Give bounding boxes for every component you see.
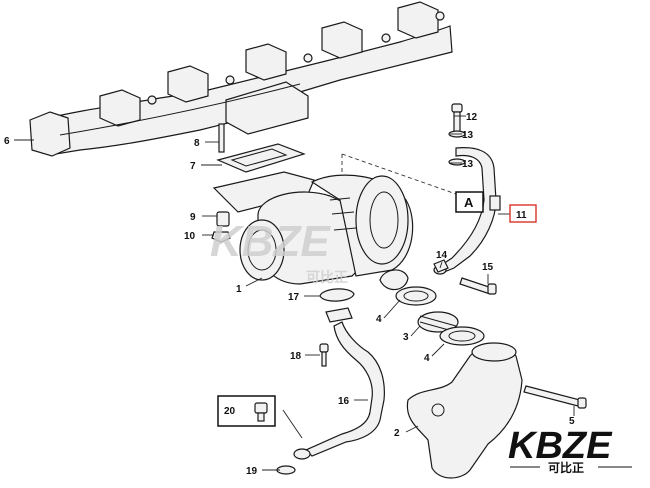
callout-20: 20 [224, 406, 236, 417]
callout-13-lower: 13 [462, 159, 474, 170]
callout-4-upper: 4 [376, 314, 382, 325]
oil-return-pipe [293, 307, 385, 460]
exhaust-elbow [406, 342, 523, 479]
callout-labels: 6 8 7 9 10 1 17 18 16 19 2 4 3 4 5 12 13… [4, 112, 575, 477]
view-reference-line [341, 153, 457, 195]
clamp-bolt [459, 277, 497, 295]
callout-19: 19 [246, 466, 258, 477]
callout-7: 7 [190, 161, 196, 172]
callout-16: 16 [338, 396, 350, 407]
callout-11-highlight[interactable]: 11 [509, 204, 537, 223]
flange-nut [211, 231, 231, 243]
callout-12: 12 [466, 112, 478, 123]
oil-return-gasket [319, 288, 355, 302]
outlet-gasket [379, 269, 409, 291]
callout-5: 5 [569, 416, 575, 427]
callout-4-lower: 4 [424, 353, 430, 364]
callout-9: 9 [190, 212, 196, 223]
exhaust-manifold [29, 1, 453, 157]
v-band-clamp [395, 286, 437, 306]
turbocharger [212, 171, 414, 285]
callout-2: 2 [394, 428, 400, 439]
view-marker: A [455, 191, 484, 213]
watermark-text: KBZE [210, 217, 331, 266]
leader-lines [14, 115, 575, 471]
callout-20-box: 20 [217, 395, 276, 427]
callout-11: 11 [516, 210, 527, 221]
spacer-sleeve [216, 211, 230, 227]
drain-plug [254, 402, 268, 422]
callout-10: 10 [184, 231, 196, 242]
callout-8: 8 [194, 138, 200, 149]
watermark-subtext: 可比正 [306, 269, 348, 285]
logo-text: KBZE [508, 425, 613, 467]
support-bolt [523, 385, 587, 409]
callout-17: 17 [288, 292, 300, 303]
callout-18: 18 [290, 351, 302, 362]
callout-15: 15 [482, 262, 494, 273]
flange-gasket [216, 143, 306, 173]
v-band-clamp [439, 326, 485, 346]
watermark: KBZE 可比正 [210, 217, 348, 285]
brand-logo: KBZE 可比正 [508, 425, 632, 475]
banjo-bolt [451, 103, 463, 133]
view-marker-label: A [464, 195, 474, 210]
callout-13-upper: 13 [462, 130, 474, 141]
stud [218, 123, 225, 153]
callout-6: 6 [4, 136, 10, 147]
flange-bolt [319, 343, 329, 367]
callout-1: 1 [236, 284, 242, 295]
callout-14: 14 [436, 250, 448, 261]
callout-3: 3 [403, 332, 409, 343]
logo-subtext: 可比正 [548, 460, 584, 475]
